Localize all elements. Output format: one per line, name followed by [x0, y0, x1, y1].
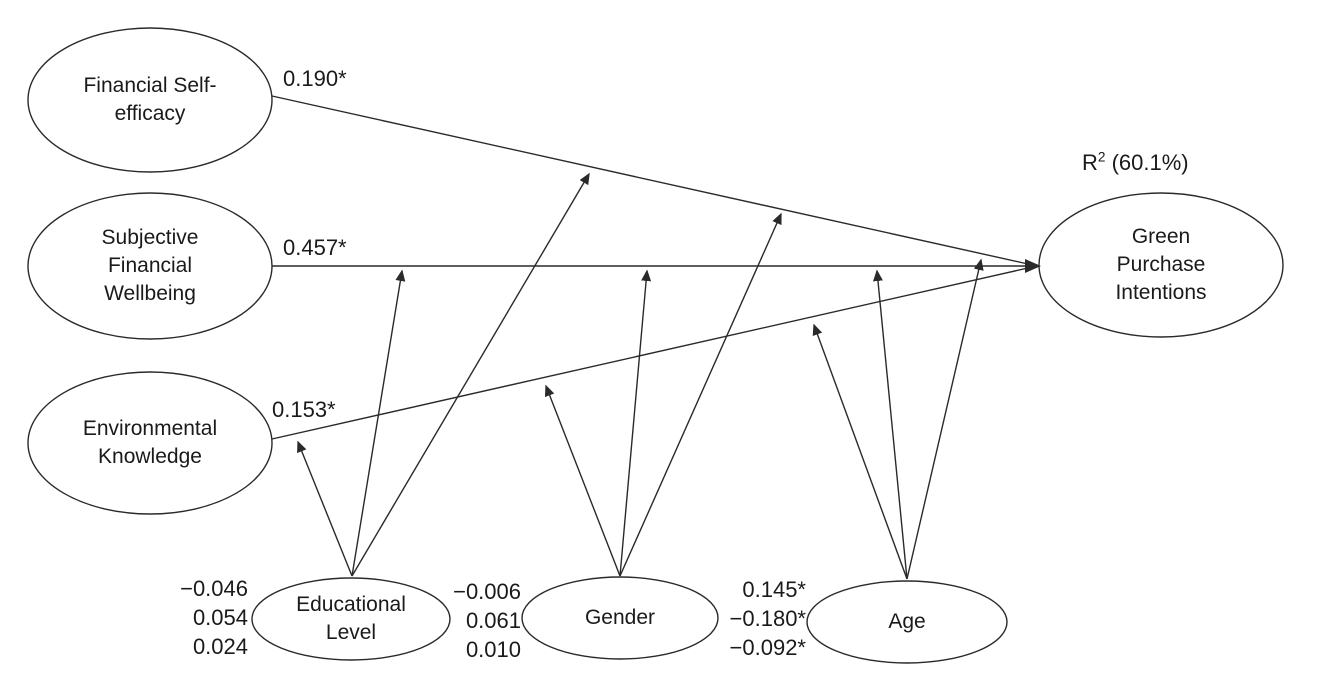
moderation-value: −0.006	[453, 579, 521, 604]
path-coefficient-fse-to-gpi: 0.190*	[283, 66, 347, 91]
mod-arrow-educational-level-to-fse-path	[351, 172, 590, 577]
r-squared-value: (60.1%)	[1105, 150, 1189, 175]
node-ellipse-age	[806, 580, 1008, 664]
node-ellipse-financial-self-efficacy	[27, 27, 273, 173]
r-squared-base: R	[1082, 150, 1098, 175]
mod-arrow-educational-level-to-sfw-path	[351, 269, 406, 577]
mod-arrow-gender-to-ek-path	[544, 384, 621, 577]
path-coefficient-sfw-to-gpi: 0.457*	[283, 235, 347, 260]
node-ellipse-subjective-financial-wellbeing	[27, 192, 273, 340]
node-ellipse-environmental-knowledge	[27, 371, 273, 515]
mod-arrow-gender-to-fse-path	[619, 212, 782, 577]
path-fse-to-gpi	[271, 95, 1029, 265]
mod-arrow-gender-to-sfw-path	[619, 269, 652, 577]
node-ellipse-gender	[521, 576, 719, 660]
node-ellipse-educational-level	[251, 577, 451, 661]
moderation-values-gender: −0.006 0.061 0.010	[421, 577, 521, 664]
moderation-value: 0.054	[192, 605, 248, 630]
path-ek-to-gpi	[271, 267, 1029, 440]
node-ellipse-green-purchase-intentions	[1038, 192, 1284, 338]
moderation-value: −0.180*	[729, 606, 806, 631]
mod-arrow-age-to-fse-path	[906, 258, 984, 580]
mod-arrow-age-to-sfw-path	[872, 269, 908, 580]
moderation-value: 0.024	[192, 634, 248, 659]
moderation-value: 0.145*	[742, 577, 806, 602]
moderation-value: −0.046	[180, 576, 248, 601]
moderation-value: 0.061	[465, 608, 521, 633]
moderation-value: −0.092*	[729, 635, 806, 660]
r-squared-superscript: 2	[1097, 149, 1106, 165]
mod-arrow-educational-level-to-ek-path	[297, 440, 353, 577]
moderation-values-age: 0.145* −0.180* −0.092*	[706, 575, 806, 662]
moderation-value: 0.010	[465, 637, 521, 662]
mod-arrow-age-to-ek-path	[812, 323, 908, 580]
moderation-values-educational-level: −0.046 0.054 0.024	[148, 574, 248, 661]
path-coefficient-ek-to-gpi: 0.153*	[272, 397, 336, 422]
r-squared-label: R2 (60.1%)	[1082, 150, 1189, 176]
path-arrowhead-gpi	[1025, 259, 1041, 273]
